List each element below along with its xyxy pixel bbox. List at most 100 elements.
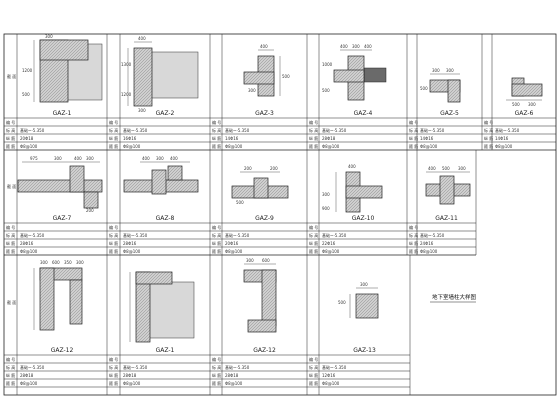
row-header-labels: 截 面 截 面 截 面 bbox=[7, 73, 16, 305]
cell-header-stirrup-9: 箍 筋 bbox=[309, 248, 318, 254]
column-stirrup-3: Φ8@100 bbox=[322, 144, 340, 149]
column-stirrup-14: Φ8@100 bbox=[322, 381, 340, 386]
cell-header-elev-6: 标 高 bbox=[6, 232, 15, 238]
cell-header-id-8: 编 号 bbox=[212, 224, 221, 230]
column-id-12: GAZ-1 bbox=[156, 347, 175, 354]
column-elev-9: 基础~-5.350 bbox=[322, 232, 347, 238]
cell-header-stirrup-13: 箍 筋 bbox=[212, 380, 221, 386]
column-id-8: GAZ-9 bbox=[255, 215, 274, 222]
cell-header-id-6: 编 号 bbox=[6, 224, 15, 230]
dim-c4-e: 500 bbox=[322, 88, 330, 93]
dim-c15-b: 300 bbox=[360, 282, 368, 287]
cell-header-bars-3: 纵 筋 bbox=[309, 135, 318, 141]
dim-c8-c: 400 bbox=[170, 156, 178, 161]
cell-header-bars-12: 纵 筋 bbox=[109, 372, 118, 378]
cell-header-id-12: 编 号 bbox=[109, 356, 118, 362]
row-2 bbox=[4, 150, 477, 256]
cell-header-bars-0: 纵 筋 bbox=[6, 135, 15, 141]
column-bars-11: 28Φ18 bbox=[20, 373, 34, 378]
column-bars-4: 14Φ16 bbox=[420, 136, 434, 141]
dim-c2-d: 1200 bbox=[121, 92, 132, 97]
column-elev-1: 基础~-5.350 bbox=[123, 127, 148, 133]
dim-c10-b: 300 bbox=[322, 192, 330, 197]
cell-header-bars-9: 纵 筋 bbox=[309, 240, 318, 246]
column-bars-6: 28Φ16 bbox=[20, 241, 34, 246]
cell-header-stirrup-11: 箍 筋 bbox=[6, 380, 15, 386]
column-bars-7: 28Φ16 bbox=[123, 241, 137, 246]
dim-c2-a: 400 bbox=[138, 36, 146, 41]
dim-c3-b: 300 bbox=[248, 88, 256, 93]
column-elev-8: 基础~-5.350 bbox=[225, 232, 250, 238]
column-stirrup-7: Φ8@100 bbox=[123, 249, 141, 254]
cell-header-id-2: 编 号 bbox=[212, 119, 221, 125]
dim-c6-b: 300 bbox=[528, 102, 536, 107]
cell-header-stirrup-10: 箍 筋 bbox=[409, 248, 418, 254]
section-gaz-1-b bbox=[129, 271, 195, 343]
cell-header-id-5: 编 号 bbox=[484, 119, 493, 125]
dim-c5-b: 300 bbox=[446, 68, 454, 73]
dim-c8-b: 300 bbox=[156, 156, 164, 161]
column-elev-12: 基础~-5.350 bbox=[123, 364, 148, 370]
column-stirrup-10: Φ8@100 bbox=[420, 249, 438, 254]
dim-c8-a: 400 bbox=[142, 156, 150, 161]
column-id-10: GAZ-11 bbox=[435, 215, 458, 222]
dim-c2-c: 300 bbox=[138, 108, 146, 113]
column-bars-14: 12Φ16 bbox=[322, 373, 336, 378]
cell-header-elev-1: 标 高 bbox=[109, 127, 118, 133]
row-3-header-label: 截 面 bbox=[7, 299, 16, 305]
column-bars-0: 20Φ18 bbox=[20, 136, 34, 141]
section-gaz-4 bbox=[333, 49, 387, 101]
cell-header-bars-13: 纵 筋 bbox=[212, 372, 221, 378]
dim-c1-a: 300 bbox=[45, 34, 53, 39]
dim-c7-e: 200 bbox=[86, 208, 94, 213]
dimensions-row-3: 300 600 350 300 300 600 500 300 bbox=[40, 258, 368, 305]
section-gaz-11 bbox=[425, 171, 471, 205]
column-bars-8: 20Φ16 bbox=[225, 241, 239, 246]
column-bars-5: 14Φ16 bbox=[495, 136, 509, 141]
cell-header-elev-7: 标 高 bbox=[109, 232, 118, 238]
cell-header-stirrup-14: 箍 筋 bbox=[309, 380, 318, 386]
cell-header-elev-10: 标 高 bbox=[409, 232, 418, 238]
dim-c12-c: 350 bbox=[64, 260, 72, 265]
dimensions-row-2: 975 300 400 300 200 400 300 400 200 200 … bbox=[30, 156, 466, 213]
row-2-header-label: 截 面 bbox=[7, 183, 16, 189]
dim-c11-b: 500 bbox=[442, 166, 450, 171]
section-gaz-9 bbox=[231, 171, 289, 199]
dim-c14-a: 300 bbox=[246, 258, 254, 263]
column-bars-2: 14Φ16 bbox=[225, 136, 239, 141]
dim-c4-d: 1000 bbox=[322, 62, 333, 67]
column-stirrup-1: Φ8@100 bbox=[123, 144, 141, 149]
dim-c15-a: 500 bbox=[338, 300, 346, 305]
cell-header-id-0: 编 号 bbox=[6, 119, 15, 125]
cell-header-elev-5: 标 高 bbox=[484, 127, 493, 133]
column-bars-10: 24Φ16 bbox=[420, 241, 434, 246]
column-id-2: GAZ-3 bbox=[255, 110, 274, 117]
cell-header-elev-8: 标 高 bbox=[212, 232, 221, 238]
cell-header-bars-4: 纵 筋 bbox=[409, 135, 418, 141]
dim-c5-a: 300 bbox=[432, 68, 440, 73]
column-stirrup-2: Φ8@100 bbox=[225, 144, 243, 149]
dim-c3-a: 400 bbox=[260, 44, 268, 49]
column-id-6: GAZ-7 bbox=[53, 215, 72, 222]
dimensions-row-1: 300 1200 500 400 1300 300 1200 400 300 5… bbox=[22, 34, 536, 113]
cell-header-stirrup-4: 箍 筋 bbox=[409, 143, 418, 149]
dim-c9-c: 500 bbox=[236, 200, 244, 205]
section-gaz-10 bbox=[335, 171, 383, 213]
cell-header-id-11: 编 号 bbox=[6, 356, 15, 362]
column-stirrup-9: Φ8@100 bbox=[322, 249, 340, 254]
dim-c14-b: 600 bbox=[262, 258, 270, 263]
column-id-7: GAZ-8 bbox=[156, 215, 175, 222]
cell-header-bars-14: 纵 筋 bbox=[309, 372, 318, 378]
row-1 bbox=[4, 34, 556, 151]
cell-header-id-10: 编 号 bbox=[409, 224, 418, 230]
cell-header-stirrup-2: 箍 筋 bbox=[212, 143, 221, 149]
cell-header-elev-14: 标 高 bbox=[309, 364, 318, 370]
dim-c12-d: 300 bbox=[76, 260, 84, 265]
cell-header-bars-1: 纵 筋 bbox=[109, 135, 118, 141]
cell-header-stirrup-0: 箍 筋 bbox=[6, 143, 15, 149]
section-gaz-5 bbox=[429, 73, 461, 103]
column-elev-5: 基础~-5.350 bbox=[495, 127, 520, 133]
cell-header-bars-2: 纵 筋 bbox=[212, 135, 221, 141]
